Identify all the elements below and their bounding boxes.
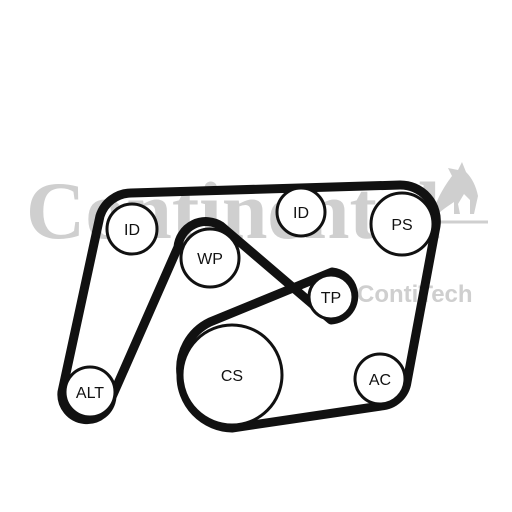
pulley-label: ALT xyxy=(76,385,104,402)
pulley-cs: CS xyxy=(180,323,284,427)
pulley-label: ID xyxy=(124,222,140,239)
watermark-sub-brand: ContiTech xyxy=(357,281,473,308)
pulley-label: AC xyxy=(369,372,391,389)
pulley-id-left: ID xyxy=(105,202,159,256)
pulley-alt: ALT xyxy=(63,365,117,419)
pulley-label: PS xyxy=(391,217,412,234)
pulley-label: ID xyxy=(293,205,309,222)
pulley-ac: AC xyxy=(353,352,407,406)
pulley-ps: PS xyxy=(369,191,435,257)
pulley-label: WP xyxy=(197,251,223,268)
pulley-wp: WP xyxy=(179,227,241,289)
pulley-id-right: ID xyxy=(275,186,327,238)
outer-belt xyxy=(57,180,441,433)
horse-logo-icon xyxy=(432,162,478,214)
pulley-label: CS xyxy=(221,368,243,385)
pulley-tp: TP xyxy=(307,273,355,321)
pulley-label: TP xyxy=(321,290,341,307)
